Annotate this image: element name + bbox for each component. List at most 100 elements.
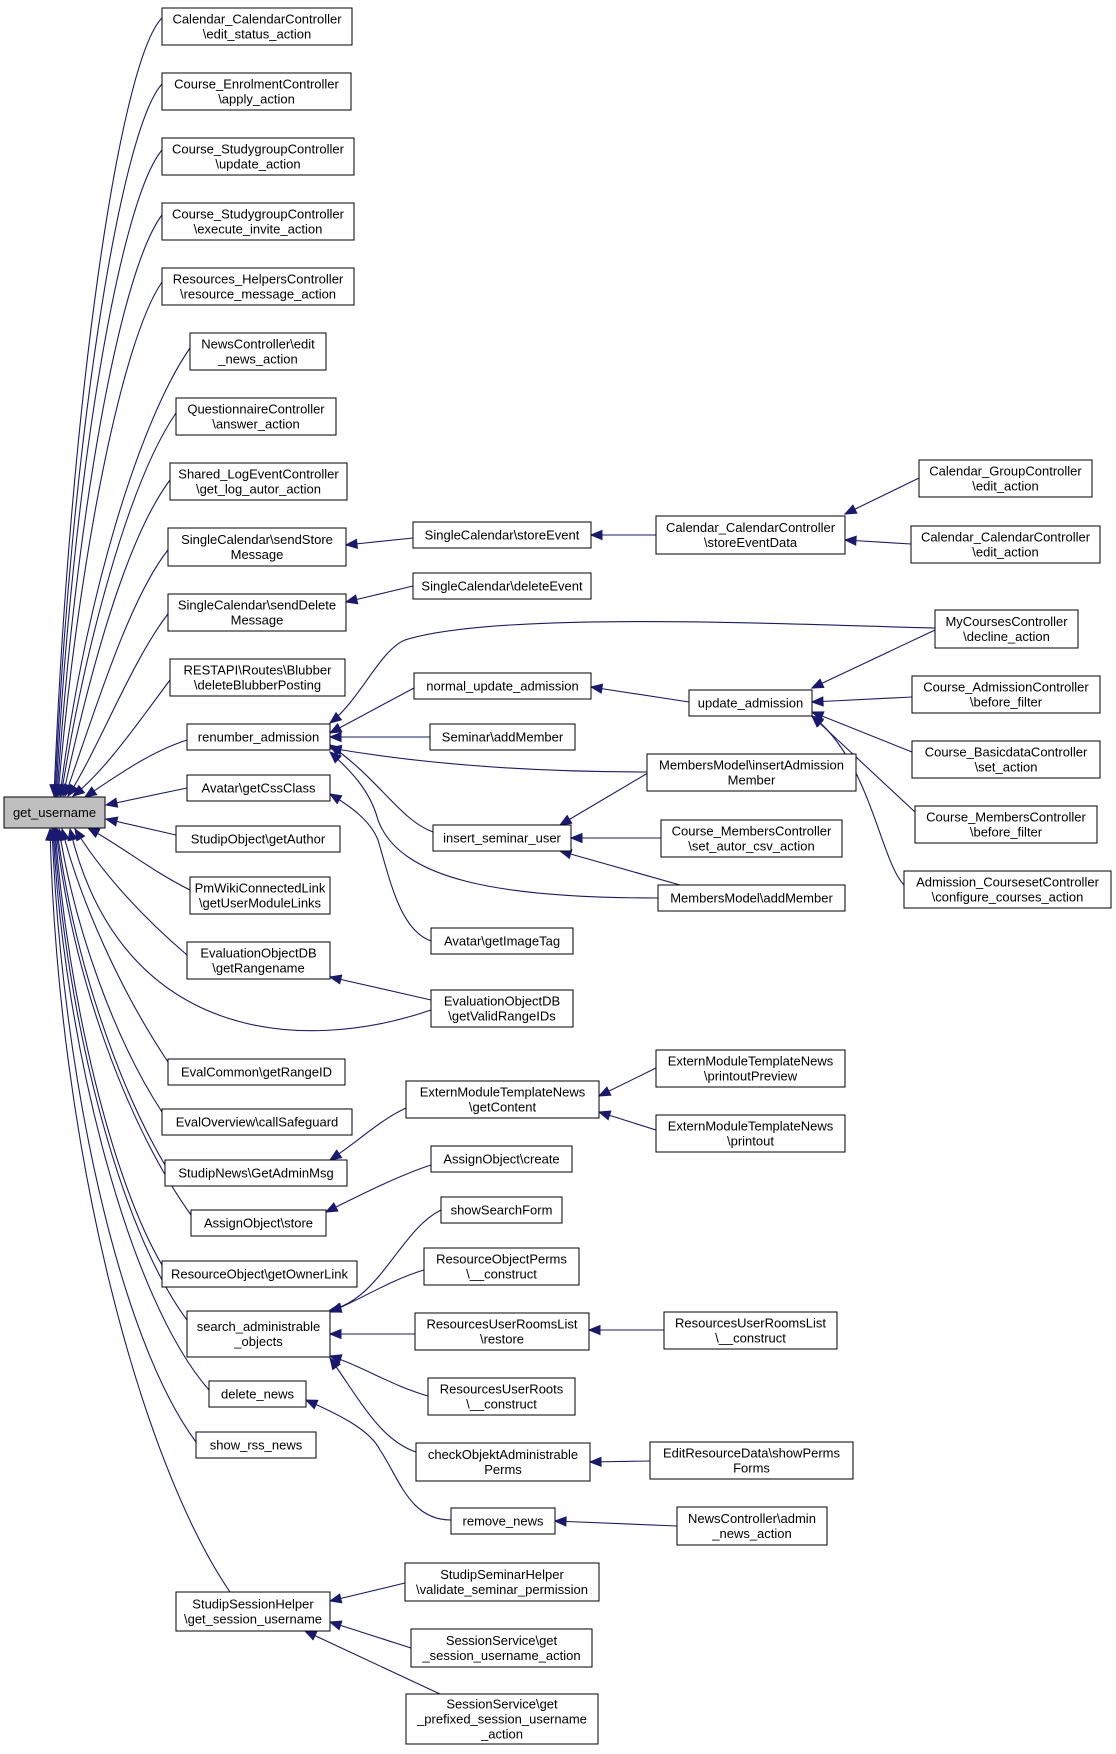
graph-node[interactable]: showSearchForm bbox=[440, 1196, 563, 1224]
graph-node[interactable]: StudipObject\getAuthor bbox=[175, 825, 341, 853]
graph-node[interactable]: Course_AdmissionController\before_filter bbox=[911, 675, 1101, 714]
edge-line bbox=[72, 679, 171, 797]
graph-node[interactable]: Shared_LogEventController\get_log_autor_… bbox=[169, 462, 348, 501]
graph-node[interactable]: Seminar\addMember bbox=[429, 723, 576, 751]
graph-node[interactable]: RESTAPI\Routes\Blubber\deleteBlubberPost… bbox=[169, 658, 346, 697]
edge-n42-to-n25 bbox=[328, 1620, 412, 1649]
graph-node[interactable]: Course_MembersController\before_filter bbox=[914, 805, 1098, 844]
node-box bbox=[167, 593, 347, 632]
graph-node[interactable]: QuestionnaireController\answer_action bbox=[175, 397, 337, 436]
node-label-line: remove_news bbox=[463, 1514, 544, 1529]
edge-arrowhead bbox=[597, 1086, 612, 1097]
graph-node[interactable]: Calendar_CalendarController\edit_action bbox=[910, 525, 1101, 564]
node-label-line: Calendar_GroupController bbox=[929, 464, 1082, 479]
graph-node[interactable]: AssignObject\create bbox=[430, 1145, 573, 1173]
graph-node[interactable]: AssignObject\store bbox=[190, 1209, 327, 1237]
node-label-line: \before_filter bbox=[970, 695, 1043, 710]
graph-node[interactable]: Calendar_GroupController\edit_action bbox=[918, 459, 1093, 498]
graph-node[interactable]: ResourcesUserRoots\__construct bbox=[427, 1377, 576, 1416]
graph-node[interactable]: PmWikiConnectedLink\getUserModuleLinks bbox=[189, 876, 331, 915]
node-box bbox=[186, 774, 331, 802]
graph-node[interactable]: StudipNews\GetAdminMsg bbox=[164, 1159, 348, 1187]
graph-node[interactable]: Avatar\getCssClass bbox=[186, 774, 331, 802]
graph-node[interactable]: SessionService\get_session_username_acti… bbox=[410, 1628, 593, 1668]
node-label-line: Forms bbox=[733, 1461, 770, 1476]
graph-node[interactable]: ResourcesUserRoomsList\__construct bbox=[663, 1311, 838, 1350]
graph-node[interactable]: SessionService\get_prefixed_session_user… bbox=[405, 1693, 599, 1745]
node-label-line: EvalCommon\getRangeID bbox=[181, 1065, 332, 1080]
graph-node[interactable]: Resources_HelpersController\resource_mes… bbox=[161, 267, 355, 306]
edge-n20-to-n0 bbox=[51, 827, 192, 1216]
graph-node[interactable]: SingleCalendar\storeEvent bbox=[412, 521, 592, 549]
edge-n45-to-n28 bbox=[589, 683, 690, 703]
node-label-line: \getRangename bbox=[212, 961, 305, 976]
edge-line bbox=[55, 828, 192, 1216]
graph-node[interactable]: ResourceObjectPerms\__construct bbox=[423, 1247, 580, 1286]
node-box bbox=[440, 1196, 563, 1224]
graph-node[interactable]: ResourceObject\getOwnerLink bbox=[161, 1260, 358, 1288]
graph-node[interactable]: search_administrable_objects bbox=[186, 1310, 331, 1358]
graph-node[interactable]: MembersModel\addMember bbox=[657, 884, 846, 912]
edge-line bbox=[329, 1357, 417, 1453]
graph-node[interactable]: NewsController\edit_news_action bbox=[189, 332, 327, 371]
graph-node[interactable]: Admission_CoursesetController\configure_… bbox=[903, 870, 1112, 909]
graph-node[interactable]: ResourcesUserRoomsList\restore bbox=[414, 1312, 590, 1351]
graph-node[interactable]: insert_seminar_user bbox=[432, 824, 572, 852]
graph-node[interactable]: Avatar\getImageTag bbox=[430, 927, 574, 955]
graph-node[interactable]: Course_MembersController\set_autor_csv_a… bbox=[660, 819, 843, 858]
graph-node[interactable]: update_admission bbox=[688, 689, 813, 717]
node-box bbox=[911, 740, 1101, 779]
edge-n46-to-n12 bbox=[328, 744, 648, 773]
node-label-line: SingleCalendar\deleteEvent bbox=[421, 579, 583, 594]
edge-line bbox=[87, 827, 191, 891]
edge-line bbox=[53, 828, 188, 1321]
node-label-line: EditResourceData\showPerms bbox=[663, 1446, 841, 1461]
graph-node[interactable]: remove_news bbox=[450, 1507, 556, 1535]
node-box bbox=[660, 819, 843, 858]
edge-line bbox=[58, 828, 163, 1113]
node-box bbox=[910, 525, 1101, 564]
node-label-line: ResourceObjectPerms bbox=[436, 1252, 567, 1267]
graph-node[interactable]: Calendar_CalendarController\storeEventDa… bbox=[655, 515, 846, 555]
graph-node[interactable]: Course_EnrolmentController\apply_action bbox=[161, 72, 352, 111]
graph-node[interactable]: delete_news bbox=[208, 1380, 307, 1408]
graph-node[interactable]: ExternModuleTemplateNews\getContent bbox=[405, 1080, 600, 1119]
graph-node[interactable]: SingleCalendar\deleteEvent bbox=[412, 572, 592, 600]
node-box bbox=[167, 1058, 346, 1086]
graph-node[interactable]: get_username bbox=[3, 796, 106, 829]
edge-line bbox=[329, 976, 432, 1001]
edge-line bbox=[329, 1621, 412, 1649]
edge-arrowhead bbox=[45, 827, 56, 841]
graph-node[interactable]: normal_update_admission bbox=[413, 672, 592, 700]
graph-node[interactable]: Course_StudygroupController\update_actio… bbox=[161, 137, 355, 176]
graph-node[interactable]: NewsController\admin_news_action bbox=[676, 1506, 828, 1546]
node-label-line: _news_action bbox=[711, 1526, 792, 1541]
edge-arrowhead bbox=[589, 529, 603, 541]
graph-node[interactable]: MyCoursesController\decline_action bbox=[934, 609, 1079, 649]
node-box bbox=[663, 1311, 838, 1350]
edge-n41-to-n25 bbox=[328, 1582, 406, 1604]
graph-node[interactable]: show_rss_news bbox=[195, 1431, 317, 1459]
edge-line bbox=[844, 477, 920, 515]
graph-node[interactable]: EvalOverview\callSafeguard bbox=[161, 1108, 353, 1136]
graph-node[interactable]: ExternModuleTemplateNews\printoutPreview bbox=[655, 1049, 846, 1088]
node-box bbox=[412, 521, 592, 549]
graph-node[interactable]: ExternModuleTemplateNews\printout bbox=[655, 1114, 846, 1153]
graph-node[interactable]: renumber_admission bbox=[186, 723, 331, 751]
graph-node[interactable]: Course_BasicdataController\set_action bbox=[911, 740, 1101, 779]
graph-node[interactable]: StudipSeminarHelper\validate_seminar_per… bbox=[404, 1562, 600, 1602]
graph-node[interactable]: Calendar_CalendarController\edit_status_… bbox=[161, 7, 353, 46]
graph-node[interactable]: EvaluationObjectDB\getValidRangeIDs bbox=[430, 989, 574, 1028]
edge-line bbox=[811, 715, 905, 886]
node-label-line: Course_BasicdataController bbox=[925, 745, 1088, 760]
graph-node[interactable]: EvaluationObjectDB\getRangename bbox=[186, 941, 331, 980]
edge-line bbox=[811, 711, 913, 753]
graph-node[interactable]: StudipSessionHelper\get_session_username bbox=[175, 1591, 331, 1632]
graph-node[interactable]: EvalCommon\getRangeID bbox=[167, 1058, 346, 1086]
graph-node[interactable]: Course_StudygroupController\execute_invi… bbox=[161, 202, 355, 241]
